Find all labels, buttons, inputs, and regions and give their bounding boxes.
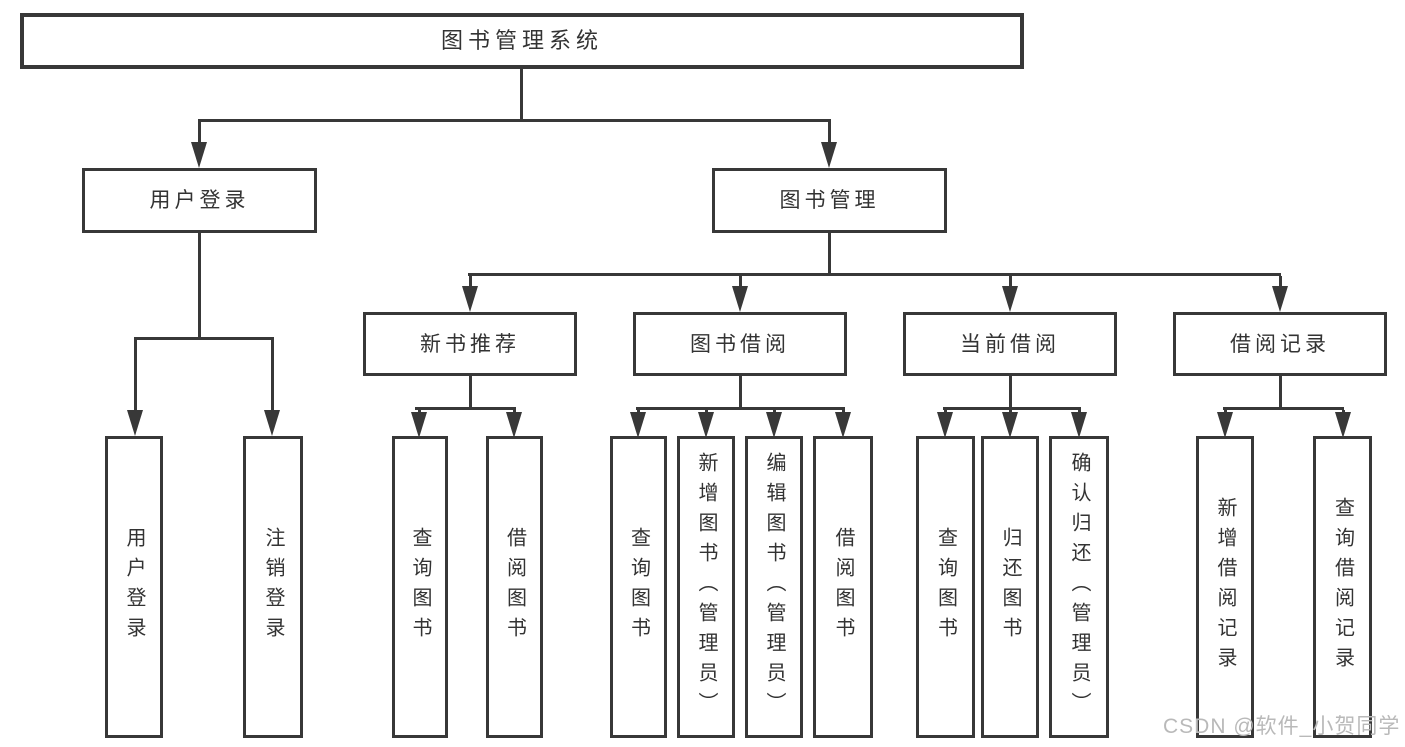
leaf-borrow-books: 借阅图书 [486,436,543,738]
node-label: 查询图书 [934,527,957,647]
node-label: 用户登录 [123,527,145,647]
arrowhead-icon [835,412,851,438]
node-label: 借阅记录 [1230,332,1330,356]
connector-line [415,407,516,410]
leaf-confirm-return-admin: 确认归还（管理员） [1049,436,1109,738]
arrowhead-icon [264,410,280,436]
connector-line [1008,276,1012,288]
connector-line [1009,376,1012,407]
connector-line [197,122,201,146]
arrowhead-icon [1217,412,1233,438]
arrowhead-icon [1335,412,1351,438]
node-label: 图书借阅 [690,332,790,356]
arrowhead-icon [1002,286,1018,312]
leaf-edit-books-admin: 编辑图书（管理员） [745,436,803,738]
watermark: CSDN @软件_小贺同学 [1163,715,1401,738]
arrowhead-icon [766,412,782,438]
arrowhead-icon [821,142,837,168]
node-user-login: 用户登录 [82,168,317,233]
arrowhead-icon [127,410,143,436]
node-label: 图书管理系统 [440,28,603,53]
node-label: 新增借阅记录 [1214,497,1236,677]
node-label: 图书管理 [779,189,880,212]
arrowhead-icon [732,286,748,312]
connector-line [738,276,742,288]
connector-line [469,376,472,407]
node-label: 新增图书（管理员） [695,452,717,722]
connector-line [198,233,201,337]
arrowhead-icon [1272,286,1288,312]
node-book-management: 图书管理 [712,168,947,233]
leaf-logout: 注销登录 [243,436,303,738]
node-label: 借阅图书 [503,527,526,647]
connector-line [1223,407,1344,410]
node-label: 注销登录 [262,527,284,647]
leaf-return-books: 归还图书 [981,436,1039,738]
node-label: 新书推荐 [420,332,520,356]
leaf-query-books: 查询图书 [392,436,448,738]
arrowhead-icon [1002,412,1018,438]
arrowhead-icon [462,286,478,312]
arrowhead-icon [1071,412,1087,438]
connector-line [739,376,742,407]
connector-line [134,337,274,340]
connector-line [468,276,472,288]
node-label: 当前借阅 [960,332,1060,356]
node-label: 借阅图书 [832,527,854,647]
connector-line [943,407,1081,410]
node-label: 归还图书 [999,527,1021,647]
connector-line [828,233,831,273]
connector-line [636,407,845,410]
arrowhead-icon [630,412,646,438]
arrowhead-icon [937,412,953,438]
connector-line [270,340,274,412]
node-current-borrowing: 当前借阅 [903,312,1117,376]
node-label: 查询图书 [409,527,431,647]
connector-line [827,122,831,146]
arrowhead-icon [191,142,207,168]
connector-line [1279,376,1282,407]
leaf-query-borrowing-record: 查询借阅记录 [1313,436,1372,738]
leaf-query-books: 查询图书 [916,436,975,738]
leaf-add-books-admin: 新增图书（管理员） [677,436,735,738]
arrowhead-icon [411,412,427,438]
connector-line [133,340,137,412]
arrowhead-icon [698,412,714,438]
node-label: 确认归还（管理员） [1068,452,1090,722]
leaf-user-login: 用户登录 [105,436,163,738]
node-new-book-recommendation: 新书推荐 [363,312,577,376]
node-label: 编辑图书（管理员） [763,452,785,722]
node-book-borrowing: 图书借阅 [633,312,847,376]
node-library-management-system: 图书管理系统 [20,13,1024,69]
arrowhead-icon [506,412,522,438]
connector-line [198,119,831,122]
node-label: 用户登录 [149,189,250,212]
connector-line [1278,276,1282,288]
leaf-add-borrowing-record: 新增借阅记录 [1196,436,1254,738]
leaf-query-books: 查询图书 [610,436,667,738]
connector-line [520,69,523,120]
connector-line [468,273,1281,276]
node-label: 查询图书 [627,527,650,647]
node-borrowing-records: 借阅记录 [1173,312,1387,376]
node-label: 查询借阅记录 [1331,497,1354,677]
leaf-borrow-books: 借阅图书 [813,436,873,738]
